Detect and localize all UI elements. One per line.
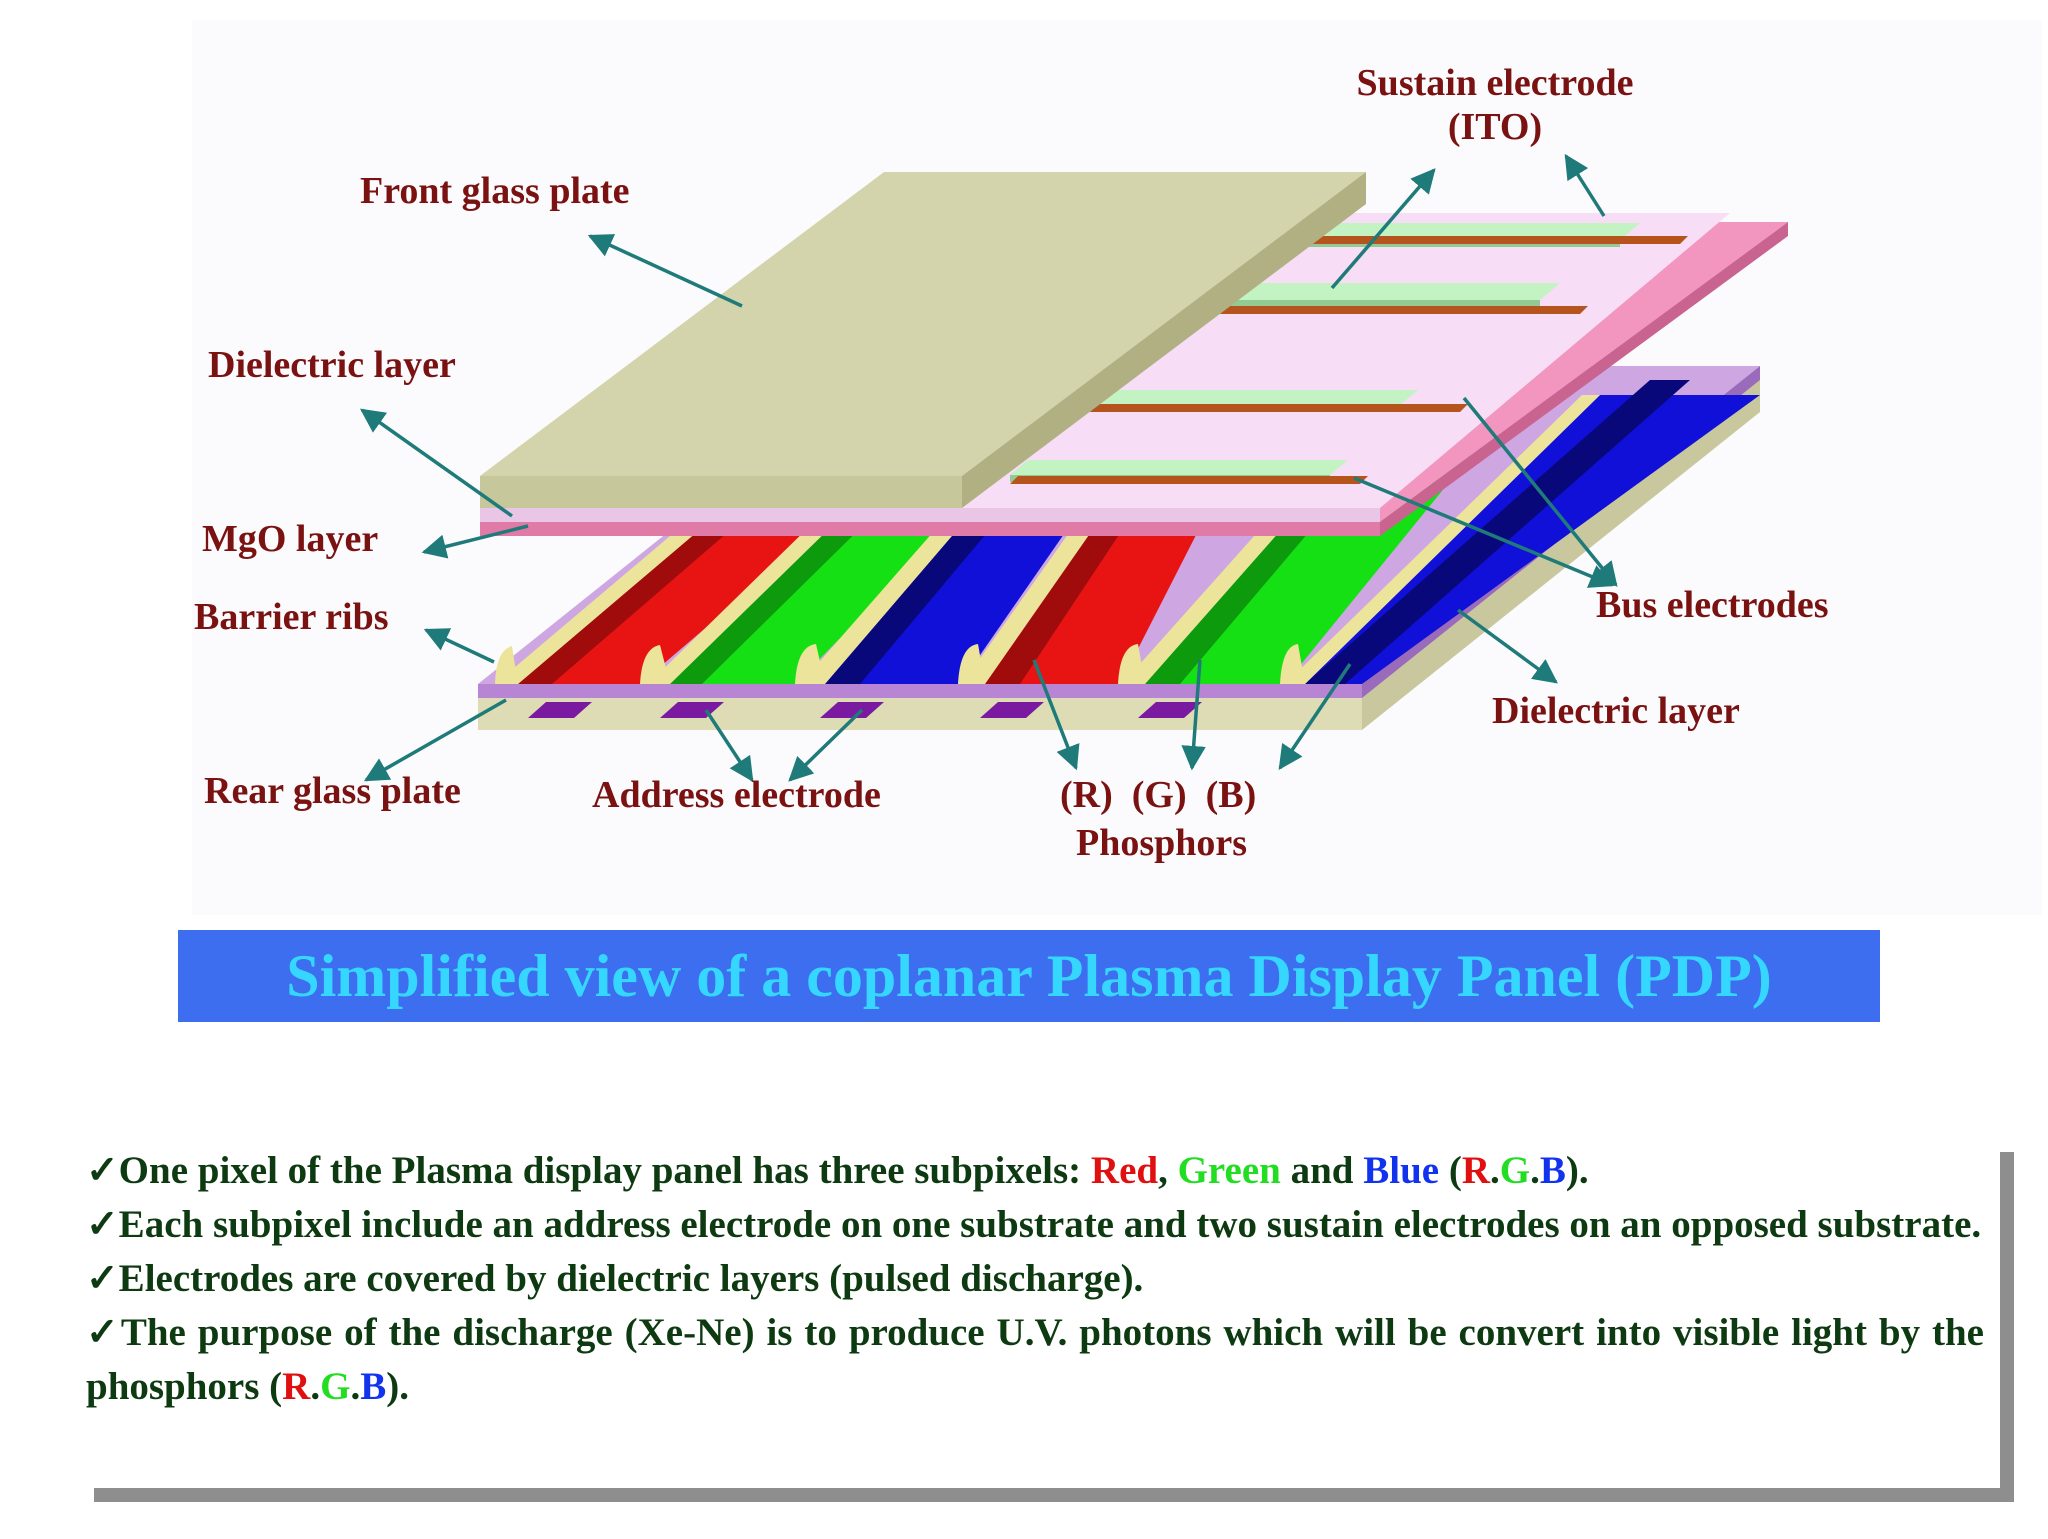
arrow-phosphor-r [1032, 659, 1080, 771]
note-1-g: G [1499, 1149, 1531, 1192]
notes-box: ✓One pixel of the Plasma display panel h… [80, 1138, 2000, 1488]
note-line-3: ✓Electrodes are covered by dielectric la… [86, 1257, 1144, 1300]
note-4-r: R [282, 1365, 311, 1408]
label-bus-electrodes: Bus electrodes [1596, 584, 1829, 626]
note-4-b: B [360, 1365, 387, 1408]
note-1-b: B [1539, 1149, 1566, 1192]
arrow-dielectric-top [359, 408, 514, 518]
note-1-and: and [1280, 1149, 1364, 1192]
label-address-electrode: Address electrode [592, 774, 881, 816]
label-front-glass-plate: Front glass plate [360, 170, 630, 212]
arrow-rear-glass [363, 698, 507, 782]
note-line-1: ✓One pixel of the Plasma display panel h… [86, 1144, 1984, 1198]
label-b: (B) [1205, 774, 1257, 816]
note-4-close: ). [386, 1365, 409, 1408]
label-phosphors: Phosphors [1076, 822, 1248, 864]
label-rear-glass-plate: Rear glass plate [204, 770, 461, 812]
sustain-ito-text: (ITO) [1447, 105, 1543, 148]
note-1-red: Red [1090, 1149, 1159, 1192]
front-glass-plate [480, 172, 1366, 508]
arrow-sustain-2 [1564, 153, 1606, 217]
note-line-4: ✓The purpose of the discharge (Xe-Ne) is… [86, 1306, 1984, 1414]
note-1-close: ). [1565, 1149, 1589, 1192]
pointer-arrows [359, 153, 1618, 783]
note-1-r: R [1461, 1149, 1491, 1192]
label-dielectric-layer-bottom: Dielectric layer [1492, 690, 1740, 732]
arrow-bus-2 [1353, 476, 1615, 588]
arrow-bus-1 [1462, 396, 1618, 587]
note-1-green: Green [1177, 1149, 1281, 1192]
label-dielectric-layer-top: Dielectric layer [208, 344, 456, 386]
note-1-text: ✓One pixel of the Plasma display panel h… [86, 1149, 1091, 1192]
note-1-comma: , [1158, 1149, 1178, 1192]
arrow-address-2 [788, 708, 864, 782]
label-mgo-layer: MgO layer [202, 518, 379, 560]
note-4-g: G [320, 1365, 351, 1408]
label-r: (R) [1060, 774, 1113, 816]
label-sustain-electrode: Sustain electrode (ITO) [1330, 62, 1660, 149]
arrow-phosphor-g [1181, 659, 1206, 771]
note-1-dot2: . [1530, 1149, 1540, 1192]
arrow-dielectric-bottom [1456, 608, 1558, 684]
note-1-open: ( [1439, 1149, 1462, 1192]
note-1-dot1: . [1490, 1149, 1500, 1192]
arrow-mgo [421, 524, 529, 559]
arrow-address-1 [704, 709, 754, 783]
label-rgb: (R) (G) (B) [1060, 774, 1256, 818]
arrow-front-glass [587, 234, 743, 308]
label-g: (G) [1131, 774, 1187, 816]
note-4-dot2: . [350, 1365, 361, 1408]
sustain-electrode-text: Sustain electrode [1356, 62, 1634, 104]
note-4-text: ✓The purpose of the discharge (Xe-Ne) is… [86, 1311, 1984, 1408]
arrow-barrier-ribs [423, 628, 495, 664]
caption-text: Simplified view of a coplanar Plasma Dis… [286, 942, 1772, 1009]
note-4-dot1: . [310, 1365, 321, 1408]
label-barrier-ribs: Barrier ribs [194, 596, 389, 638]
arrow-sustain-1 [1330, 168, 1436, 290]
caption-banner: Simplified view of a coplanar Plasma Dis… [178, 930, 1880, 1022]
arrow-phosphor-b [1278, 663, 1352, 771]
note-line-2: ✓Each subpixel include an address electr… [86, 1203, 1982, 1246]
bus-electrodes [1010, 236, 1688, 484]
note-1-blue: Blue [1363, 1149, 1440, 1192]
